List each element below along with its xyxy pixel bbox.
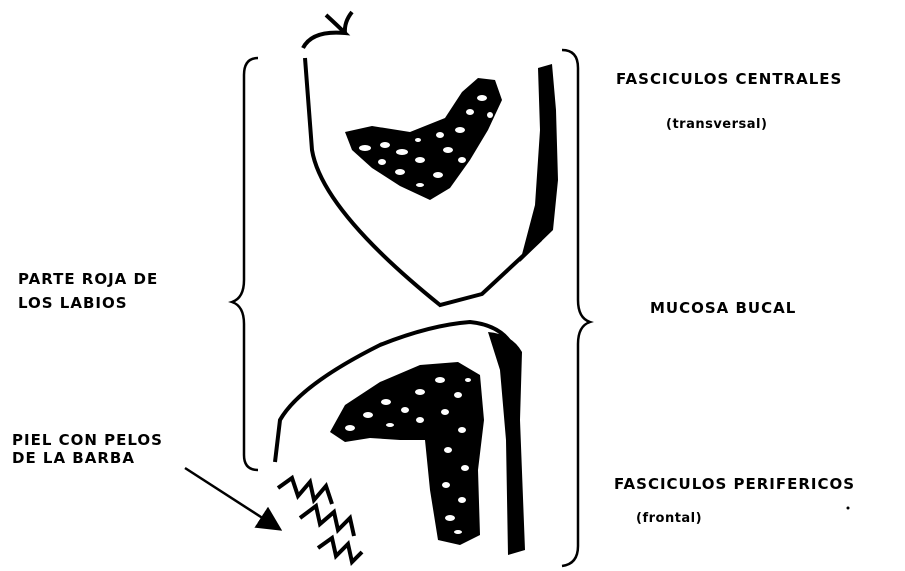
- label-parte-roja-line1: PARTE ROJA DE: [18, 269, 158, 290]
- label-mucosa-bucal: MUCOSA BUCAL: [650, 298, 796, 319]
- left-brace: [232, 58, 258, 470]
- piel-arrow: [185, 468, 278, 528]
- speck: [847, 507, 850, 510]
- label-parte-roja-line2: LOS LABIOS: [18, 293, 128, 314]
- label-piel-line1: PIEL CON PELOS: [12, 431, 163, 449]
- lower-mucosa-band: [488, 332, 525, 555]
- label-transversal: (transversal): [666, 114, 767, 135]
- beard-hair-1: [278, 478, 332, 504]
- upper-curl: [303, 12, 352, 48]
- label-frontal: (frontal): [636, 508, 702, 529]
- beard-hair-3: [318, 538, 362, 562]
- lower-fascicles: [330, 362, 484, 545]
- right-brace: [562, 50, 590, 566]
- label-piel-line2: DE LA BARBA: [12, 449, 135, 467]
- upper-mucosa-band: [520, 64, 558, 262]
- beard-hair-2: [300, 506, 354, 536]
- label-fasciculos-perifericos: FASCICULOS PERIFERICOS: [614, 474, 855, 495]
- label-fasciculos-centrales: FASCICULOS CENTRALES: [616, 69, 842, 90]
